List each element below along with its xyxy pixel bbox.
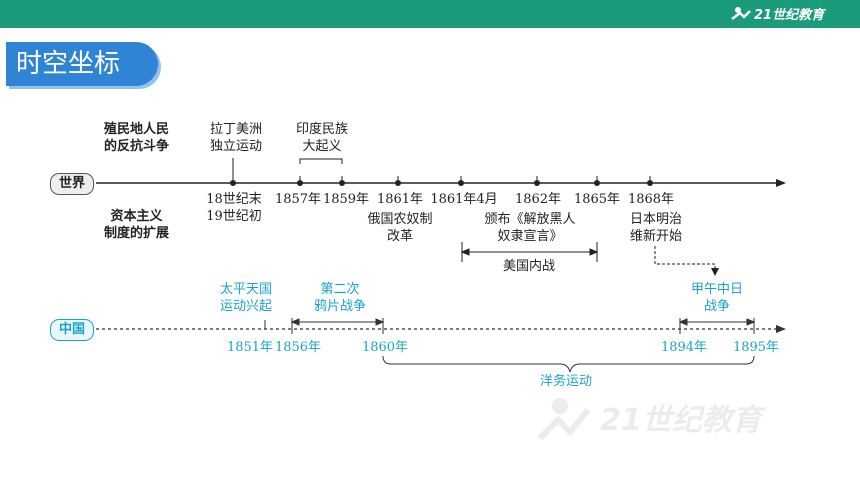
world-date: 1861年 (376, 192, 424, 207)
civil-war-label: 美国内战 (502, 259, 556, 274)
event-meiji: 日本明治 维新开始 (629, 212, 683, 244)
china-date: 1856年 (274, 340, 322, 355)
world-point (594, 180, 600, 186)
top-bar: 21世纪教育 (0, 0, 860, 28)
meiji-link (654, 246, 716, 270)
china-date: 1894年 (660, 340, 708, 355)
event-india-rebellion: 印度民族 大起义 (295, 122, 349, 154)
event-russia-reform: 俄国农奴制 改革 (367, 212, 433, 244)
china-axis-arrow (776, 325, 786, 333)
world-date: 18世纪末 19世纪初 (206, 192, 262, 224)
world-label: 世界 (59, 176, 86, 191)
world-date: 1865年 (573, 192, 621, 207)
china-date: 1895年 (732, 340, 780, 355)
capitalism-expansion-label: 资本主义 制度的扩展 (104, 209, 170, 241)
world-point (395, 180, 401, 186)
china-date: 1851年 (226, 340, 274, 355)
world-point (297, 180, 303, 186)
world-date: 1868年 (627, 192, 675, 207)
china-date: 1860年 (361, 340, 409, 355)
india-bracket (299, 158, 343, 164)
self-strengthening-brace (382, 355, 755, 373)
world-point (230, 180, 236, 186)
brand-logo: 21世纪教育 (731, 7, 826, 23)
self-strengthening-label: 洋务运动 (539, 374, 593, 389)
world-point (647, 180, 653, 186)
event-taiping: 太平天国 运动兴起 (219, 282, 273, 314)
china-badge: 中国 (50, 319, 95, 341)
world-date: 1862年 (514, 192, 562, 207)
world-date: 1859年 (322, 192, 370, 207)
watermark-logo: 21世纪教育 (537, 398, 767, 441)
opium-war-span (290, 318, 385, 326)
section-title: 时空坐标 (6, 42, 158, 86)
world-point (534, 180, 540, 186)
world-axis-arrow (776, 179, 786, 187)
sino-japanese-war-span (678, 318, 756, 326)
watermark-text: 21世纪教育 (600, 403, 767, 438)
world-date: 1857年 (274, 192, 322, 207)
event-sino-japanese-war: 甲午中日 战争 (690, 282, 744, 314)
world-point (458, 180, 464, 186)
world-badge: 世界 (50, 173, 95, 195)
event-latin-america: 拉丁美洲 独立运动 (209, 122, 263, 154)
civil-war-span (460, 242, 599, 262)
colonial-resistance-label: 殖民地人民 的反抗斗争 (104, 122, 170, 154)
logo-text: 21世纪教育 (754, 7, 826, 23)
event-emancipation: 颁布《解放黑人 奴隶宣言》 (484, 212, 576, 244)
china-label: 中国 (59, 322, 86, 337)
world-point (339, 180, 345, 186)
world-ticks (230, 176, 653, 186)
event-opium-war: 第二次 鸦片战争 (313, 282, 367, 314)
world-date: 1861年4月 (430, 192, 498, 207)
china-ticks (264, 318, 755, 334)
